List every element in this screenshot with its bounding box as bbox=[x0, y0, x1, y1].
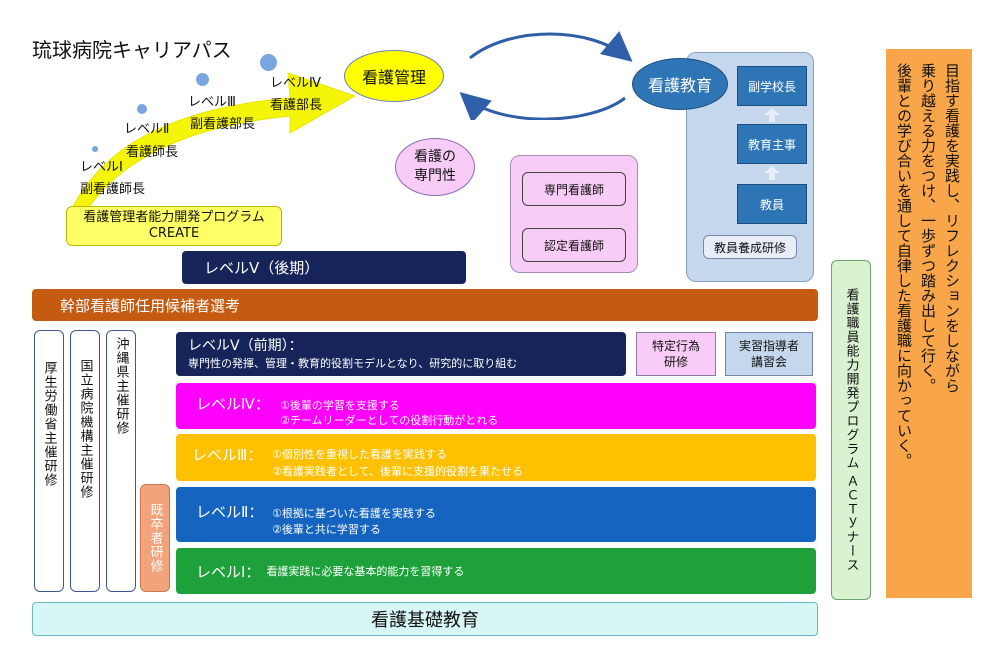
level3-bar: レベルⅢ： ①個別性を重視した看護を実践する ②看護実践者として、後輩に支援的役… bbox=[176, 434, 816, 481]
vice-principal-label: 副学校長 bbox=[747, 79, 796, 94]
mhlw-training-box: 厚生労働省主催研修 bbox=[34, 330, 64, 592]
management-program-line1: 看護管理者能力開発プログラム bbox=[83, 210, 265, 225]
level5-late-bar: レベルⅤ（後期） bbox=[182, 251, 466, 284]
ladder-dot-3 bbox=[196, 73, 209, 86]
ladder-role-1: 副看護師長 bbox=[80, 182, 146, 197]
level4-desc2: ②チームリーダーとしての役割行動がとれる bbox=[280, 414, 499, 427]
ladder-level-1: レベルⅠ bbox=[80, 160, 123, 175]
level3-title: レベルⅢ： bbox=[192, 446, 263, 464]
page-title: 琉球病院キャリアパス bbox=[32, 38, 232, 62]
mhlw-training-label: 厚生労働省主催研修 bbox=[41, 361, 57, 487]
tokutei-line1: 特定行為 bbox=[651, 339, 700, 353]
act-program-line1: 看護職員能力開発プログラム bbox=[843, 288, 859, 470]
executive-selection-label: 幹部看護師任用候補者選考 bbox=[60, 296, 241, 315]
ladder-role-4: 看護部長 bbox=[270, 98, 323, 113]
vision-line3: 後輩との学び合いを通して自律した看護職に向かっていく。 bbox=[895, 63, 913, 468]
level2-bar: レベルⅡ： ①根拠に基づいた看護を実践する ②後輩と共に学習する bbox=[176, 487, 816, 542]
teacher-training-box: 教員養成研修 bbox=[703, 235, 797, 259]
up-arrow-icon bbox=[764, 108, 780, 122]
level2-desc2: ②後輩と共に学習する bbox=[272, 523, 381, 536]
teacher-box: 教員 bbox=[737, 184, 807, 224]
act-program-line2: ＡＣＴｙナース bbox=[843, 474, 859, 572]
nursing-management-label: 看護管理 bbox=[361, 68, 426, 87]
level1-title: レベルⅠ： bbox=[196, 562, 261, 581]
nursing-education-node: 看護教育 bbox=[632, 58, 728, 110]
vision-line2: 乗り越える力をつけ、一歩ずつ踏み出して行く。 bbox=[919, 63, 937, 393]
act-program-box: 看護職員能力開発プログラム ＡＣＴｙナース bbox=[831, 260, 871, 600]
level3-desc1: ①個別性を重視した看護を実践する bbox=[272, 448, 447, 461]
ladder-dot-2 bbox=[137, 104, 147, 114]
cycle-arrows bbox=[459, 31, 633, 120]
certified-nurse-specialist-label: 専門看護師 bbox=[543, 182, 604, 197]
level4-title: レベルⅣ： bbox=[196, 395, 270, 413]
ladder-level-3: レベルⅢ bbox=[188, 95, 236, 110]
management-program-box: 看護管理者能力開発プログラム CREATE bbox=[66, 206, 282, 246]
certified-nurse-specialist-box: 専門看護師 bbox=[522, 172, 626, 206]
level2-desc1: ①根拠に基づいた看護を実践する bbox=[272, 507, 436, 520]
nursing-management-node: 看護管理 bbox=[344, 50, 444, 102]
new-grad-training-box: 既卒者研修 bbox=[140, 484, 170, 592]
level5-late-label: レベルⅤ（後期） bbox=[204, 259, 320, 277]
management-program-line2: CREATE bbox=[148, 226, 200, 241]
nho-training-box: 国立病院機構主催研修 bbox=[70, 330, 100, 592]
level3-desc2: ②看護実践者として、後輩に支援的役割を果たせる bbox=[272, 465, 523, 478]
nursing-education-label: 看護教育 bbox=[647, 76, 712, 95]
vision-box: 目指す看護を実践し、リフレクションをしながら 乗り越える力をつけ、一歩ずつ踏み出… bbox=[886, 49, 972, 598]
okinawa-training-label: 沖縄県主催研修 bbox=[113, 337, 129, 435]
ladder-level-2: レベルⅡ bbox=[124, 122, 170, 137]
up-arrow-icon bbox=[764, 166, 780, 180]
okinawa-training-box: 沖縄県主催研修 bbox=[106, 330, 136, 592]
education-director-label: 教育主事 bbox=[747, 137, 796, 152]
ladder-role-3: 副看護部長 bbox=[190, 117, 256, 132]
practicum-line1: 実習指導者 bbox=[738, 339, 799, 353]
level4-bar: レベルⅣ： ①後輩の学習を支援する ②チームリーダーとしての役割行動がとれる bbox=[176, 383, 816, 429]
teacher-label: 教員 bbox=[759, 197, 784, 212]
level4-desc1: ①後輩の学習を支援する bbox=[280, 399, 400, 412]
ladder-level-4: レベルⅣ bbox=[270, 76, 321, 91]
education-director-box: 教育主事 bbox=[737, 124, 807, 164]
tokutei-line2: 研修 bbox=[663, 355, 688, 369]
level5-early-title: レベルⅤ（前期）： bbox=[188, 338, 303, 354]
teacher-training-label: 教員養成研修 bbox=[713, 240, 786, 255]
practicum-instructor-box: 実習指導者 講習会 bbox=[725, 332, 813, 376]
vice-principal-box: 副学校長 bbox=[737, 66, 807, 106]
new-grad-training-label: 既卒者研修 bbox=[147, 503, 163, 573]
ladder-role-2: 看護師長 bbox=[126, 145, 179, 160]
basic-education-bar: 看護基礎教育 bbox=[32, 602, 818, 636]
ladder-dot-4 bbox=[260, 54, 277, 71]
tokutei-training-box: 特定行為 研修 bbox=[636, 332, 716, 376]
executive-selection-bar: 幹部看護師任用候補者選考 bbox=[32, 289, 818, 321]
specialty-line2: 専門性 bbox=[414, 168, 456, 184]
vision-line1: 目指す看護を実践し、リフレクションをしながら bbox=[943, 63, 961, 393]
level5-early-desc: 専門性の発揮、管理・教育的役割モデルとなり、研究的に取り組む bbox=[188, 357, 518, 370]
level2-title: レベルⅡ： bbox=[196, 503, 264, 521]
practicum-line2: 講習会 bbox=[750, 355, 787, 369]
ladder-dot-1 bbox=[92, 146, 98, 152]
certified-nurse-label: 認定看護師 bbox=[543, 238, 604, 253]
specialty-node: 看護の 専門性 bbox=[395, 138, 475, 196]
career-arrow bbox=[69, 72, 357, 214]
level5-early-bar: レベルⅤ（前期）： 専門性の発揮、管理・教育的役割モデルとなり、研究的に取り組む bbox=[176, 332, 626, 376]
level1-desc: 看護実践に必要な基本的能力を習得する bbox=[266, 565, 465, 578]
basic-education-label: 看護基礎教育 bbox=[371, 610, 479, 631]
nho-training-label: 国立病院機構主催研修 bbox=[77, 359, 93, 499]
certified-nurse-box: 認定看護師 bbox=[522, 228, 626, 262]
specialty-line1: 看護の bbox=[414, 149, 456, 165]
vision-text: 目指す看護を実践し、リフレクションをしながら 乗り越える力をつけ、一歩ずつ踏み出… bbox=[892, 63, 964, 468]
level1-bar: レベルⅠ： 看護実践に必要な基本的能力を習得する bbox=[176, 548, 816, 594]
